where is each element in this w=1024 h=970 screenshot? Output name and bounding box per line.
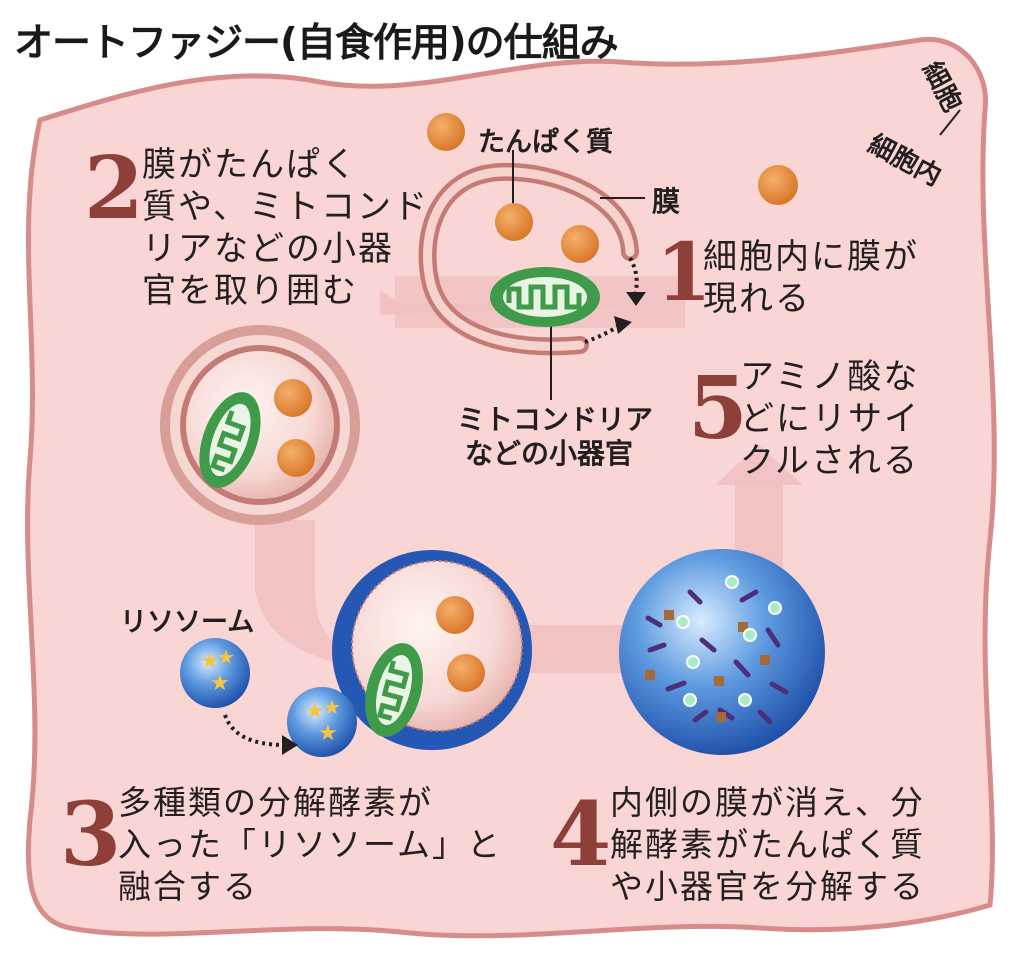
step-4-number: 4	[550, 782, 612, 886]
lysosome-label: リソソーム	[120, 607, 255, 638]
step-4-line: 解酵素がたんぱく質	[610, 825, 925, 864]
organelle-label-line2: などの小器官	[465, 437, 634, 470]
step-5-text: アミノ酸な どにリサイ クルされる	[740, 356, 920, 482]
step-2-line: 膜がたんぱく	[142, 145, 358, 185]
autolysosome	[619, 549, 825, 755]
mitochondria-icon	[199, 392, 261, 488]
step-4-text: 内側の膜が消え、分 解酵素がたんぱく質 や小器官を分解する	[610, 782, 925, 908]
protein-fragments	[645, 610, 770, 722]
dotted-arrow-icon	[223, 714, 286, 747]
protein-particle	[277, 439, 315, 477]
step-2-line: リアなどの小器	[142, 229, 394, 269]
step-3-line: 多種類の分解酵素が	[118, 783, 433, 822]
protein-particle	[758, 165, 798, 205]
step-5-line: どにリサイ	[740, 399, 920, 439]
phagophore-membrane-inner	[423, 167, 635, 351]
protein-particle	[274, 379, 312, 417]
membrane-label: 膜	[652, 185, 681, 218]
autophagosome	[160, 325, 360, 525]
step-5-number: 5	[688, 358, 748, 459]
step-3-number: 3	[60, 782, 122, 886]
dotted-arrow-head-icon	[614, 316, 632, 334]
protein-label: たんぱく質	[478, 127, 613, 158]
step-2-number: 2	[84, 138, 144, 239]
flow-arrow-4-to-5-head	[715, 445, 803, 485]
step-3-text: 多種類の分解酵素が 入った「リソソーム」と 融合する	[118, 782, 502, 908]
step-1-line: 細胞内に膜が	[703, 237, 919, 277]
step-2-line: 質や、ミトコンド	[142, 187, 429, 227]
step-4-line: 内側の膜が消え、分	[610, 783, 925, 822]
protein-particle	[495, 203, 533, 241]
step-3-line: 融合する	[118, 867, 258, 906]
step-1-line: 現れる	[703, 279, 811, 319]
mitochondria-icon	[490, 267, 600, 327]
mitochondria-icon	[365, 643, 423, 737]
lysosome: ★ ★ ★	[287, 687, 357, 757]
amino-acid-particles	[676, 575, 782, 707]
enzyme-star-icon: ★	[200, 649, 220, 674]
enzyme-star-icon: ★	[323, 695, 341, 719]
flow-arrow-2-to-3	[255, 520, 350, 665]
fusing-autolysosome	[332, 550, 532, 750]
step-1-number: 1	[656, 225, 712, 319]
protein-particle	[436, 596, 474, 634]
enzyme-star-icon: ★	[305, 699, 325, 724]
step-5-line: アミノ酸な	[740, 357, 920, 397]
dotted-arrow-head-icon	[282, 735, 298, 755]
step-1-text: 細胞内に膜が 現れる	[703, 236, 919, 320]
cell-leader-line	[939, 109, 961, 136]
protein-particle	[427, 113, 465, 151]
organelle-label-line1: ミトコンドリア	[457, 403, 654, 436]
step-4-line: や小器官を分解する	[610, 867, 925, 906]
enzyme-star-icon: ★	[217, 645, 235, 669]
dotted-arrow-head-icon	[626, 292, 646, 306]
page-title: オートファジー(自食作用)の仕組み	[14, 21, 619, 66]
enzyme-star-icon: ★	[318, 721, 338, 746]
step-2-line: 官を取り囲む	[142, 271, 358, 311]
protein-particle	[561, 225, 599, 263]
protein-particle	[447, 654, 485, 692]
enzyme-fragments	[645, 589, 789, 725]
step-3-line: 入った「リソソーム」と	[118, 825, 503, 864]
step-5-line: クルされる	[740, 441, 919, 481]
lysosome: ★ ★ ★	[180, 638, 250, 708]
enzyme-star-icon: ★	[210, 671, 230, 696]
step-2-text: 膜がたんぱく 質や、ミトコンド リアなどの小器 官を取り囲む	[142, 144, 429, 312]
